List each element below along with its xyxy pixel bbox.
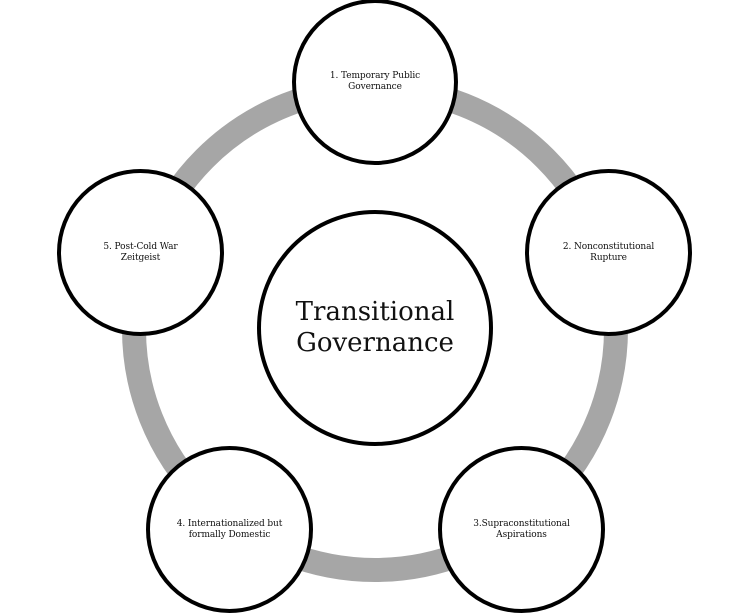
node-label: 4. Internationalized but formally Domest… — [176, 518, 283, 540]
node-label: 5. Post-Cold War Zeitgeist — [103, 241, 178, 263]
node-label: 1. Temporary Public Governance — [329, 71, 421, 92]
node-label: 2. Nonconstitutional Rupture — [562, 241, 655, 263]
node-supraconstitutional-aspirations: 3.Supraconstitutional Aspirations — [438, 446, 605, 613]
center-node: Transitional Governance — [257, 210, 493, 446]
node-temporary-public-governance: 1. Temporary Public Governance — [292, 0, 458, 165]
node-internationalized-formally-domestic: 4. Internationalized but formally Domest… — [146, 446, 313, 613]
node-label: 3.Supraconstitutional Aspirations — [473, 518, 570, 540]
node-post-cold-war-zeitgeist: 5. Post-Cold War Zeitgeist — [57, 169, 224, 336]
node-nonconstitutional-rupture: 2. Nonconstitutional Rupture — [525, 169, 692, 336]
center-node-label: Transitional Governance — [295, 297, 455, 358]
